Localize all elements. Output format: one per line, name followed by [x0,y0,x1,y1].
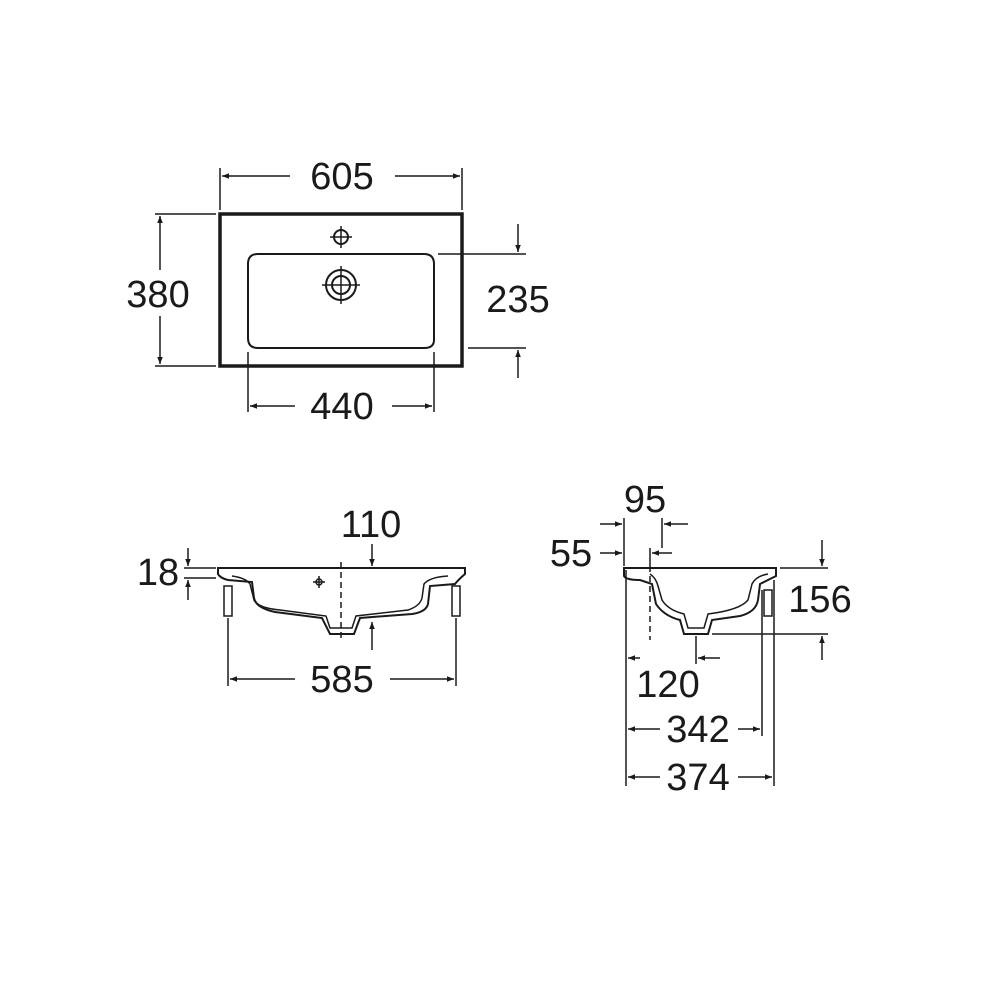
dim-374-label: 374 [666,757,729,799]
dimension-342: 342 [625,590,763,786]
basin-outline [218,212,464,368]
side-view: 95 55 156 120 [550,479,852,799]
tap-hole-icon [330,226,352,248]
dimension-380: 380 [126,213,216,367]
dimension-18: 18 [137,548,216,600]
dim-95-label: 95 [624,479,666,521]
dimension-440: 440 [247,352,435,428]
top-view: 605 380 440 235 [126,156,549,428]
dimension-156: 156 [712,540,852,660]
dimension-55: 55 [550,533,672,575]
dim-110-label: 110 [341,504,402,546]
dimension-110: 110 [341,504,402,650]
dim-120-label: 120 [636,664,699,706]
dim-18-label: 18 [137,552,179,594]
dim-235-label: 235 [486,279,549,321]
dim-380-label: 380 [126,274,189,316]
bowl-outline [247,253,435,349]
dim-605-label: 605 [310,156,373,198]
dimension-585: 585 [227,618,457,701]
front-inner-surface [231,575,449,629]
right-leg [451,585,461,617]
dim-585-label: 585 [310,659,373,701]
dim-156-label: 156 [788,579,851,621]
dimension-95: 95 [600,479,688,566]
drain-icon [322,266,360,304]
front-view: 110 18 585 [137,504,466,701]
side-inner-surface [649,573,769,629]
dimension-235: 235 [438,224,550,378]
dimension-120: 120 [625,570,720,706]
dim-342-label: 342 [666,709,729,751]
dimension-605: 605 [219,156,463,210]
front-section-outline [217,567,466,635]
left-leg [223,585,233,617]
dimension-374: 374 [628,580,775,799]
dim-55-label: 55 [550,533,592,575]
dim-440-label: 440 [310,386,373,428]
side-section-outline [623,567,777,635]
tap-marker-icon [313,576,325,588]
side-leg [763,589,773,617]
